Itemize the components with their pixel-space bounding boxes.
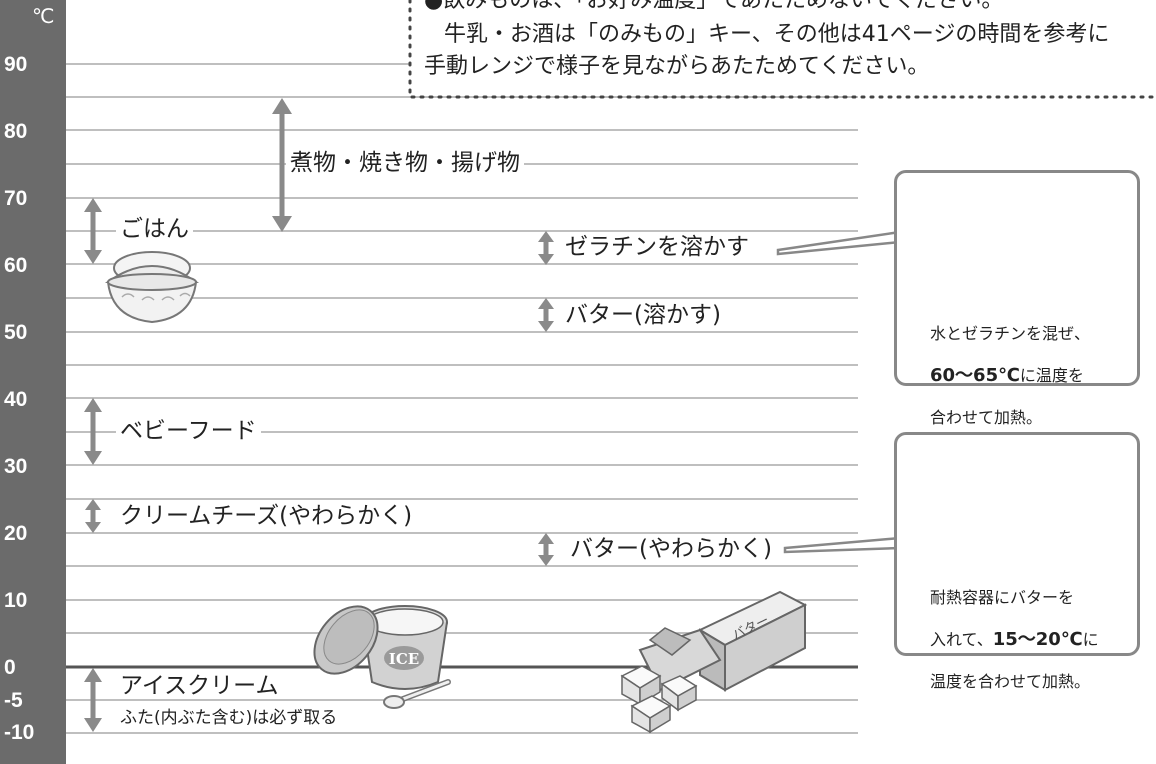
note-line-1: ●飲みものは、「お好み温度」であたためないでください。 [424,0,1004,13]
callout-gelatin-line1: 水とゼラチンを混ぜ、 [930,324,1091,343]
tick-50: 50 [4,321,28,344]
tick-10: 10 [4,589,28,612]
range-arrows [84,98,554,732]
tick-30: 30 [4,455,28,478]
tick-20: 20 [4,522,28,545]
label-icecream-note: ふた(内ぶた含む)は必ず取る [116,710,342,727]
label-babyfood: ベビーフード [116,420,261,443]
callout-butter-line2-pre: 入れて、 [930,630,993,649]
callout-butter-line3: 温度を合わせて加熱。 [930,672,1091,691]
tick-60: 60 [4,254,28,277]
callout-gelatin-line3: 合わせて加熱。 [930,408,1043,427]
axis-unit: ℃ [32,4,55,28]
callout-gelatin [894,170,1140,386]
callout-butter-line2-rest: に [1082,630,1099,649]
callout-gelatin-line2: に温度を [1019,366,1084,385]
tick-90: 90 [4,53,28,76]
note-line-3: 手動レンジで様子を見ながらあたためてください。 [424,54,930,79]
note-border [408,0,1156,99]
callout-gelatin-temp: 60〜65℃ [930,365,1020,386]
callout-butter-line1: 耐熱容器にバターを [930,588,1075,607]
label-creamcheese: クリームチーズ(やわらかく) [116,505,417,528]
callout-butter-text: 耐熱容器にバターを 入れて、15〜20℃に 温度を合わせて加熱。 [930,566,1099,713]
tick-70: 70 [4,187,28,210]
butter-block-illustration: バター [620,590,808,734]
label-butter-melt: バター(溶かす) [561,304,725,327]
callout-tail-butter [783,536,902,554]
tick-minus5: -5 [4,689,23,712]
ice-label: ICE [389,650,419,668]
label-gelatin: ゼラチンを溶かす [561,236,753,259]
callout-gelatin-text: 水とゼラチンを混ぜ、 60〜65℃に温度を 合わせて加熱。 [930,302,1090,449]
tick-minus10: -10 [4,721,35,744]
callout-tail-gelatin [776,230,902,256]
label-nimono: 煮物・焼き物・揚げ物 [286,152,524,175]
grid-lines [66,63,858,734]
temperature-axis: ℃ 90 80 70 60 50 40 30 20 10 0 -5 -10 [0,0,66,764]
rice-bowl-illustration [104,251,200,324]
callout-butter [894,432,1140,656]
tick-40: 40 [4,388,28,411]
label-gohan: ごはん [116,218,193,241]
label-icecream: アイスクリーム [116,675,283,698]
ice-cream-illustration: ICE [313,605,451,709]
label-butter-soft: バター(やわらかく) [566,538,776,561]
note-line-2: 牛乳・お酒は「のみもの」キー、その他は41ページの時間を参考に [444,22,1110,47]
callout-butter-temp: 15〜20℃ [992,629,1083,650]
tick-80: 80 [4,120,28,143]
tick-0: 0 [4,656,16,679]
